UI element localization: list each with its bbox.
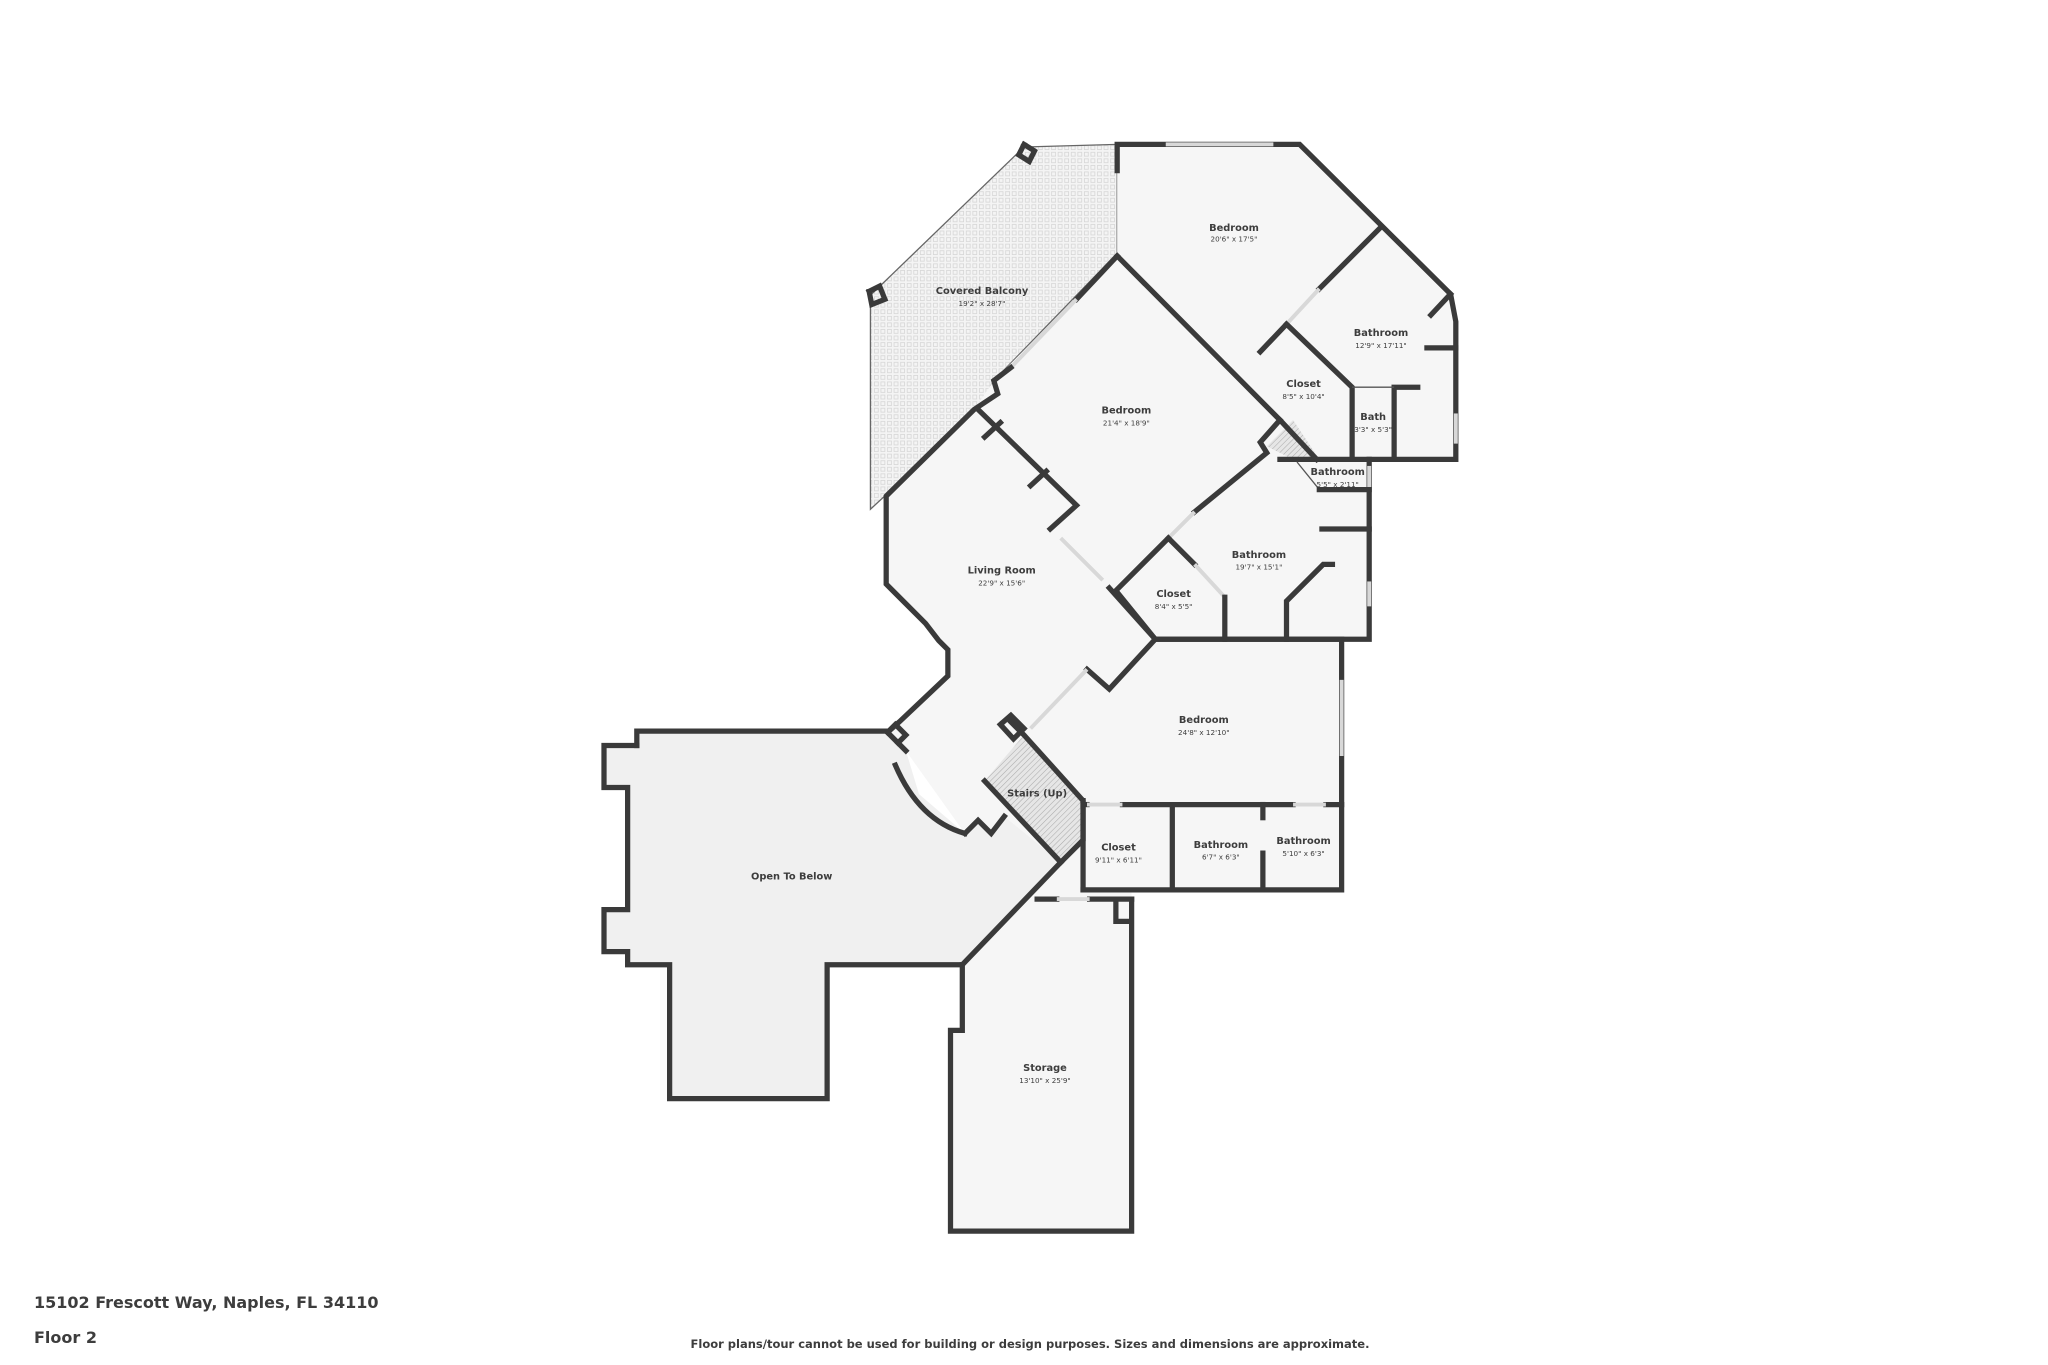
upper-floor-area xyxy=(886,144,1456,1232)
floor-label: Floor 2 xyxy=(34,1328,97,1347)
room-name: Covered Balcony xyxy=(936,286,1029,297)
room-name: Living Room xyxy=(968,566,1036,577)
room-name: Closet xyxy=(1156,589,1191,600)
room-dims: 19'7" x 15'1" xyxy=(1235,563,1282,572)
room-dims: 22'9" x 15'6" xyxy=(978,578,1025,587)
room-name: Storage xyxy=(1023,1063,1067,1074)
room-name: Bathroom xyxy=(1310,467,1364,478)
room-dims: 3'3" x 5'3" xyxy=(1354,425,1392,434)
address: 15102 Frescott Way, Naples, FL 34110 xyxy=(34,1293,379,1312)
room-dims: 6'7" x 6'3" xyxy=(1202,853,1240,862)
open-to-below-floor xyxy=(604,731,1061,1099)
room-name: Closet xyxy=(1101,843,1136,854)
walls xyxy=(601,140,1459,1234)
room-dims: 8'4" x 5'5" xyxy=(1155,602,1193,611)
room-name: Bedroom xyxy=(1101,405,1151,416)
room-name: Bathroom xyxy=(1276,836,1330,847)
room-dims: 5'10" x 6'3" xyxy=(1282,849,1324,858)
stairs-floor xyxy=(984,735,1084,863)
room-dims: 5'5" x 2'11" xyxy=(1317,480,1359,489)
room-dims: 12'9" x 17'11" xyxy=(1355,341,1407,350)
room-dims: 9'11" x 6'11" xyxy=(1095,855,1142,864)
room-name: Bath xyxy=(1360,412,1386,423)
room-name: Stairs (Up) xyxy=(1007,789,1067,800)
disclaimer: Floor plans/tour cannot be used for buil… xyxy=(690,1337,1370,1351)
room-name: Bedroom xyxy=(1209,223,1259,234)
room-dims: 20'6" x 17'5" xyxy=(1211,235,1258,244)
room-name: Bedroom xyxy=(1179,715,1229,726)
room-name: Closet xyxy=(1286,379,1321,390)
room-name: Bathroom xyxy=(1354,328,1408,339)
room-dims: 21'4" x 18'9" xyxy=(1103,418,1150,427)
room-name: Bathroom xyxy=(1232,550,1286,561)
room-name: Open To Below xyxy=(751,871,832,882)
room-dims: 24'8" x 12'10" xyxy=(1178,728,1230,737)
room-dims: 13'10" x 25'9" xyxy=(1019,1076,1071,1085)
room-name: Bathroom xyxy=(1194,840,1248,851)
room-dims: 19'2" x 28'7" xyxy=(959,299,1006,308)
room-dims: 8'5" x 10'4" xyxy=(1282,392,1324,401)
